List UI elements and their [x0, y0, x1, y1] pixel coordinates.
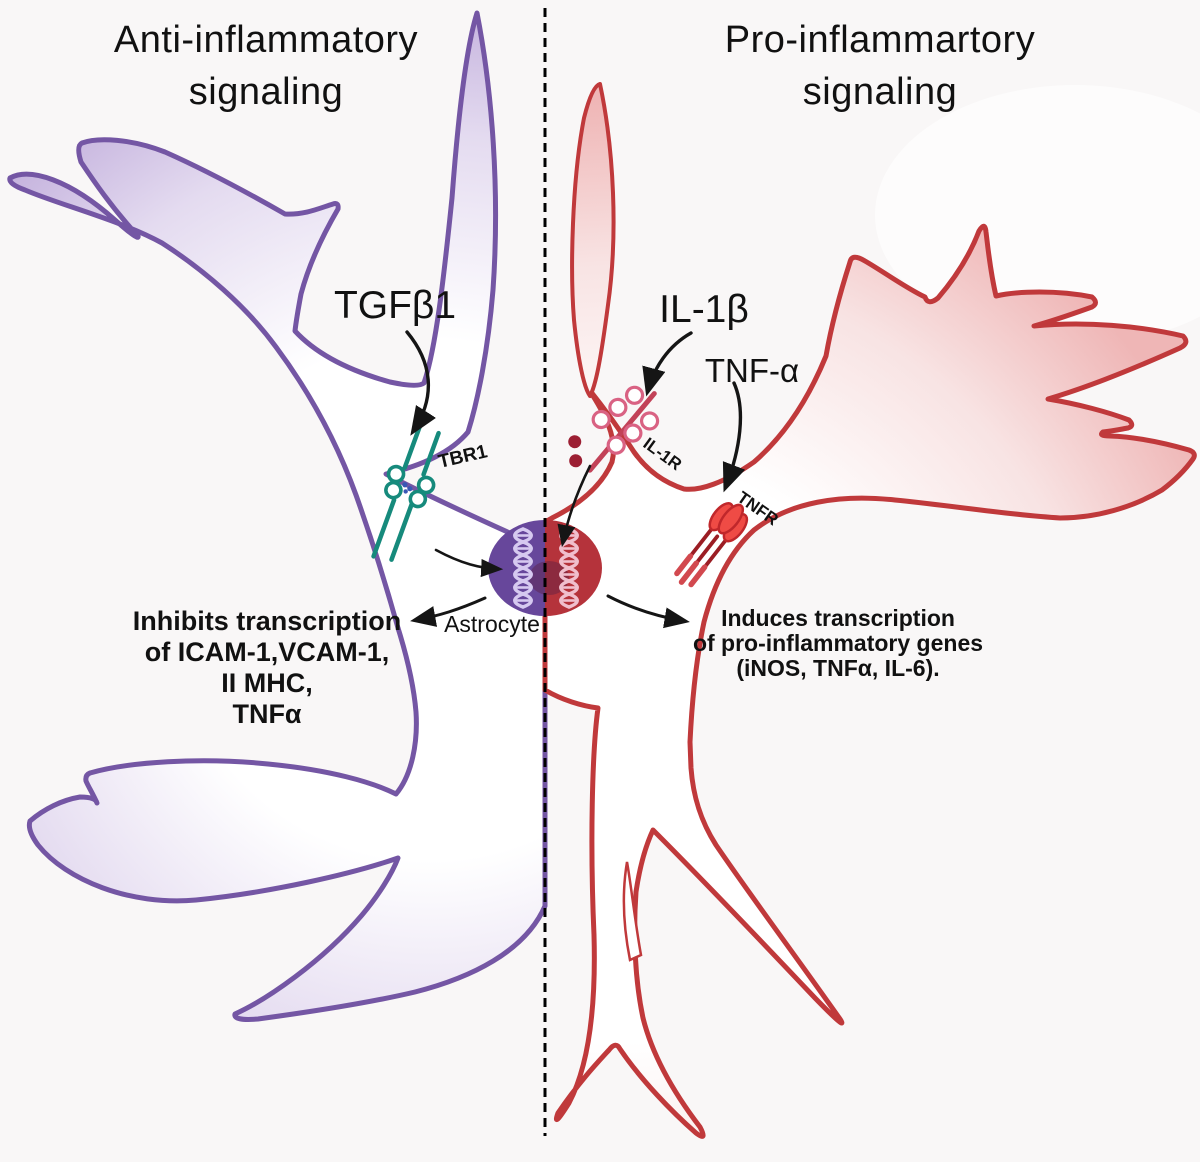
nucleus-core: [529, 561, 569, 595]
arrow-nucleus-to-left-text: [410, 596, 487, 627]
inhibits-line3: II MHC,: [221, 668, 313, 698]
inhibits-line1: Inhibits transcription: [133, 606, 402, 636]
left-astrocyte-shape: [7, 10, 548, 1022]
il1r-receptor: [568, 385, 660, 473]
induces-line1: Induces transcription: [721, 605, 955, 631]
right-title-line2: signaling: [803, 71, 958, 113]
left-title: Anti-inflammatory signaling: [114, 19, 418, 113]
tbr1-receptor: [371, 424, 441, 562]
tgfb1-label: TGFβ1: [334, 284, 456, 327]
arrow-ligand-to-nucleus: [557, 464, 592, 548]
arrow-tbr1-to-nucleus: [434, 548, 504, 578]
tbr1-ligand-dots: [402, 482, 413, 494]
arrow-il1b-to-il1r: [642, 331, 693, 397]
arrow-nucleus-to-right-text: [606, 594, 690, 629]
tnfr-receptor: [674, 502, 749, 588]
nucleus-left-half: [488, 520, 545, 616]
right-astrocyte-spike: [570, 82, 616, 398]
right-title-line1: Pro-inflammartory: [725, 19, 1035, 61]
arrow-tnfa-to-tnfr: [722, 381, 746, 493]
induces-line2: of pro-inflammatory genes: [693, 630, 983, 656]
arrow-tgfb1-to-tbr1: [405, 330, 436, 436]
inhibits-line4: TNFα: [232, 699, 301, 729]
trunk-inner-sliver: [622, 861, 643, 962]
left-title-line1: Anti-inflammatory: [114, 19, 418, 61]
induces-text-block: Induces transcription of pro-inflammator…: [693, 605, 983, 681]
inhibits-line2: of ICAM-1,VCAM-1,: [145, 637, 390, 667]
left-title-line2: signaling: [189, 71, 344, 113]
induces-line3: (iNOS, TNFα, IL-6).: [736, 655, 939, 681]
right-astrocyte-shape: [542, 223, 1197, 1139]
il1b-label: IL-1β: [659, 288, 749, 331]
tnfa-label: TNF-α: [705, 352, 799, 389]
inhibits-text-block: Inhibits transcription of ICAM-1,VCAM-1,…: [133, 606, 402, 729]
il1r-ligand-blobs: [568, 435, 583, 468]
right-title: Pro-inflammartory signaling: [725, 19, 1035, 113]
astrocyte-label: Astrocyte: [444, 611, 540, 637]
